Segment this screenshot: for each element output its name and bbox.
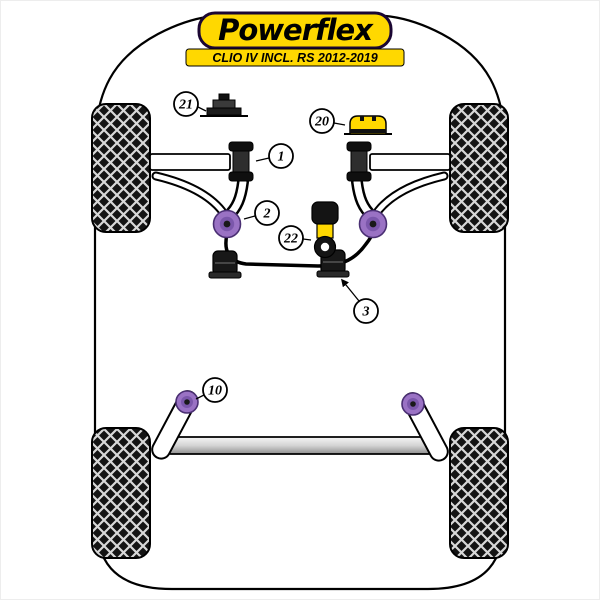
tires <box>91 103 509 559</box>
callout-1: 1 <box>255 143 294 169</box>
callout-20: 20 <box>309 108 346 134</box>
front-bush-2-left <box>212 209 242 239</box>
callout-21: 21 <box>173 91 207 117</box>
svg-text:2: 2 <box>263 207 271 222</box>
car-body-outline <box>93 14 507 591</box>
svg-text:1: 1 <box>278 150 285 165</box>
front-wishbone-right <box>346 141 451 239</box>
tire-rear-right <box>449 427 509 559</box>
top-mount-part <box>200 93 248 117</box>
callout-2: 2 <box>243 200 280 226</box>
front-bush-2-right <box>358 209 388 239</box>
lower-torque-mount <box>311 201 339 259</box>
brand-logo-text: Powerflex <box>218 13 374 47</box>
front-bush-1-right <box>346 141 372 182</box>
callouts: 21 20 1 2 22 3 10 <box>173 91 379 403</box>
svg-text:20: 20 <box>314 115 329 130</box>
svg-text:10: 10 <box>208 384 222 399</box>
svg-text:21: 21 <box>178 98 193 113</box>
rear-bush-left <box>175 390 199 414</box>
svg-text:22: 22 <box>283 232 298 247</box>
rear-suspension <box>151 390 449 462</box>
jack-pad-part <box>344 115 392 135</box>
tire-rear-left <box>91 427 151 559</box>
model-label: CLIO IV INCL. RS 2012-2019 <box>185 48 405 67</box>
arb-bush-left <box>208 250 242 279</box>
callout-22: 22 <box>278 225 312 251</box>
tire-front-right <box>449 103 509 233</box>
rear-bush-right <box>401 392 425 416</box>
tire-front-left <box>91 103 151 233</box>
front-bush-1-left <box>228 141 254 182</box>
brand-logo: Powerflex <box>197 11 393 50</box>
callout-10: 10 <box>195 377 228 403</box>
front-wishbone-left <box>149 141 254 239</box>
callout-3: 3 <box>341 278 379 324</box>
rear-torsion-beam <box>162 436 438 455</box>
model-label-text: CLIO IV INCL. RS 2012-2019 <box>212 51 377 65</box>
svg-text:3: 3 <box>362 305 370 320</box>
